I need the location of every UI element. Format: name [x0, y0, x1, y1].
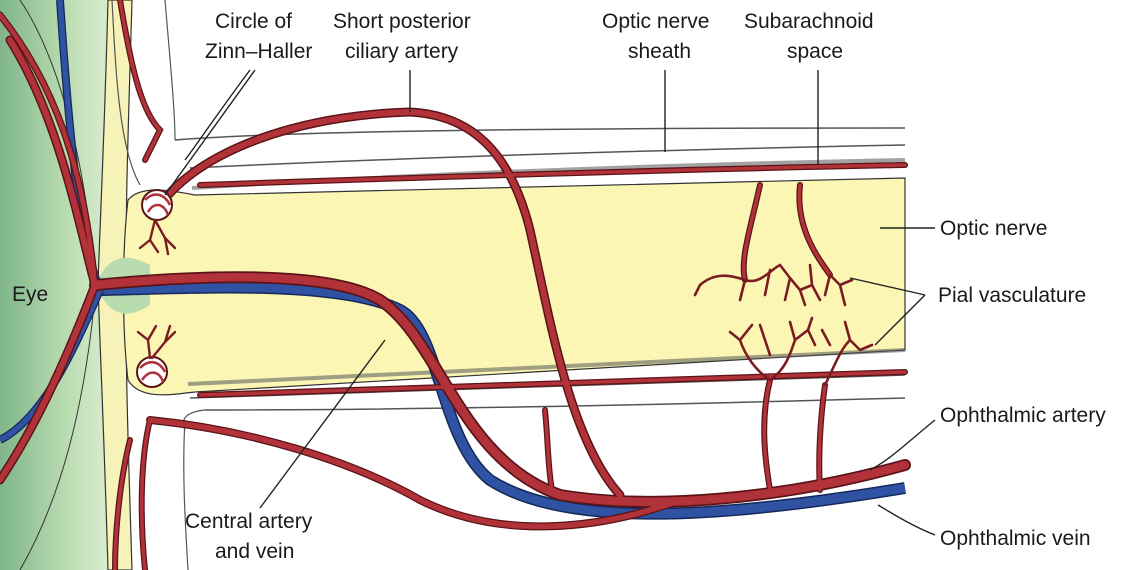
- label-optic-nerve-sheath-1: Optic nerve: [602, 10, 709, 33]
- label-central-artery: Central artery: [185, 510, 313, 533]
- label-circle-of-zinn: Circle of: [215, 10, 292, 33]
- label-subarachnoid: Subarachnoid: [744, 10, 874, 33]
- sheath-vertical-upper: [165, 0, 175, 140]
- sheath-vertical-lower: [184, 420, 188, 570]
- label-space: space: [787, 40, 843, 63]
- label-eye: Eye: [12, 283, 48, 306]
- label-pial-vasculature: Pial vasculature: [938, 284, 1086, 307]
- label-ophthalmic-artery: Ophthalmic artery: [940, 404, 1106, 427]
- label-ciliary-artery: ciliary artery: [345, 40, 459, 63]
- label-short-posterior: Short posterior: [333, 10, 471, 33]
- label-optic-nerve: Optic nerve: [940, 217, 1047, 240]
- sheath-outer-lower: [205, 398, 905, 410]
- label-zinn-haller: Zinn–Haller: [205, 40, 312, 63]
- label-ophthalmic-vein: Ophthalmic vein: [940, 527, 1091, 550]
- label-and-vein: and vein: [215, 540, 294, 563]
- label-optic-nerve-sheath-2: sheath: [628, 40, 691, 63]
